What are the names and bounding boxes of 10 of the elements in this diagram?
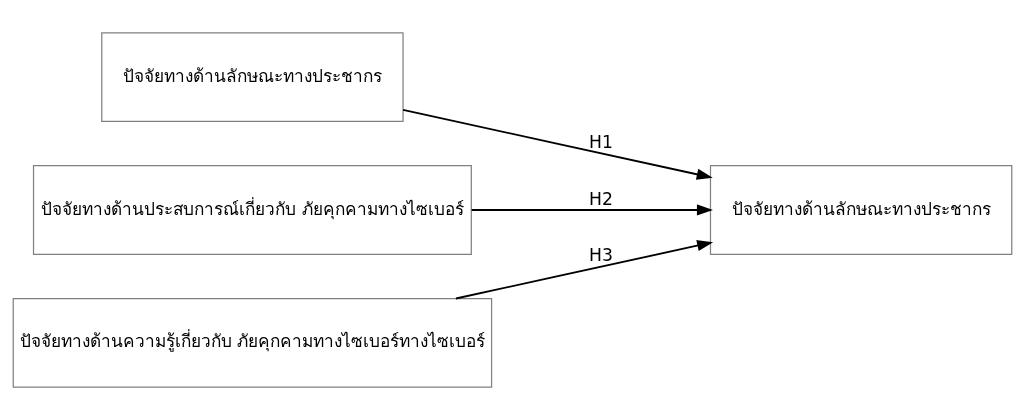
- node-box: ปัจจัยทางด้านลักษณะทางประชากร: [101, 32, 404, 123]
- arrow: [455, 240, 714, 300]
- edge-label: H2: [589, 189, 613, 210]
- arrow: [402, 109, 713, 180]
- edge-label: H3: [589, 244, 613, 265]
- node-box: ปัจจัยทางด้านประสบการณ์เกี่ยวกับ ภัยคุกคามทางไซเบอร์: [32, 165, 472, 255]
- node-box: ปัจจัยทางด้านความรู้เกี่ยวกับ ภัยคุกคามทางไซเบอร์ทางไซเบอร์: [12, 297, 493, 388]
- arrow: [470, 204, 713, 216]
- edge-label: H1: [589, 131, 613, 152]
- node-box: ปัจจัยทางด้านลักษณะทางประชากร: [709, 165, 1013, 255]
